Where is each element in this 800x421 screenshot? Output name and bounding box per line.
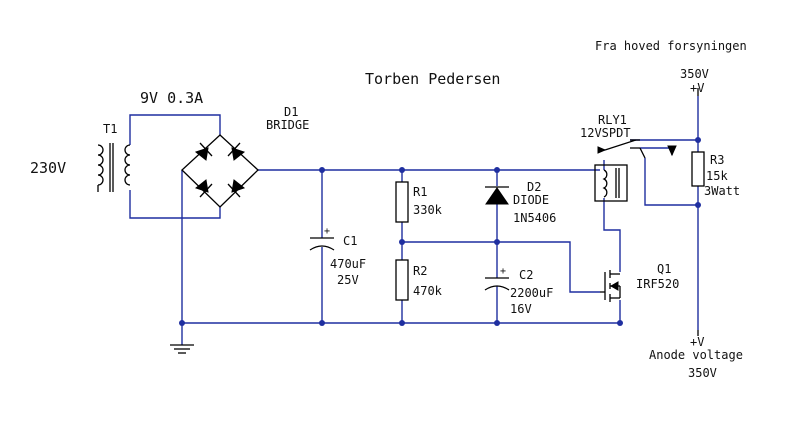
r3-value-label: 15k <box>706 169 728 183</box>
d2-part-label: 1N5406 <box>513 211 556 225</box>
anode-voltage-label: Anode voltage <box>649 348 743 362</box>
resistor-r2 <box>395 259 409 301</box>
diode-d2 <box>485 186 509 205</box>
bridge-rectifier-d1 <box>181 134 259 208</box>
c1-value-label: 470uF <box>330 257 366 271</box>
supply-source-label: Fra hoved forsyningen <box>595 39 747 53</box>
c1-voltage-label: 25V <box>337 273 359 287</box>
relay-type-label: 12VSPDT <box>580 126 631 140</box>
r1-value-label: 330k <box>413 203 443 217</box>
d2-ref-label: D2 <box>527 180 541 194</box>
c2-value-label: 2200uF <box>510 286 553 300</box>
anode-voltage-value: 350V <box>688 366 717 380</box>
d2-type-label: DIODE <box>513 193 549 207</box>
mosfet-q1 <box>600 270 621 302</box>
t1-ref-label: T1 <box>103 122 117 136</box>
svg-text:+: + <box>324 226 330 237</box>
transformer-t1 <box>97 143 131 192</box>
relay-ref-label: RLY1 <box>598 113 627 127</box>
relay-rly1 <box>594 139 677 202</box>
capacitor-c2: + <box>484 266 510 291</box>
c2-ref-label: C2 <box>519 268 533 282</box>
author-title: Torben Pedersen <box>365 70 500 88</box>
c2-voltage-label: 16V <box>510 302 532 316</box>
c1-ref-label: C1 <box>343 234 357 248</box>
r2-value-label: 470k <box>413 284 443 298</box>
d1-ref-label: D1 <box>284 105 298 119</box>
resistor-r1 <box>395 181 409 223</box>
supply-voltage-top-label: 350V <box>680 67 709 81</box>
resistor-r3 <box>691 151 705 187</box>
transformer-rating-label: 9V 0.3A <box>140 89 203 107</box>
ground-symbol <box>170 344 194 354</box>
r1-ref-label: R1 <box>413 185 427 199</box>
r2-ref-label: R2 <box>413 264 427 278</box>
r3-power-label: 3Watt <box>704 184 740 198</box>
capacitor-c1: + <box>309 226 335 251</box>
junctions <box>179 137 701 326</box>
mains-voltage-label: 230V <box>30 159 66 177</box>
q1-part-label: IRF520 <box>636 277 679 291</box>
q1-ref-label: Q1 <box>657 262 671 276</box>
supply-symbol-top-label: +V <box>690 81 704 95</box>
supply-symbol-bottom-label: +V <box>690 335 704 349</box>
d1-type-label: BRIDGE <box>266 118 309 132</box>
r3-ref-label: R3 <box>710 153 724 167</box>
svg-text:+: + <box>500 266 506 277</box>
